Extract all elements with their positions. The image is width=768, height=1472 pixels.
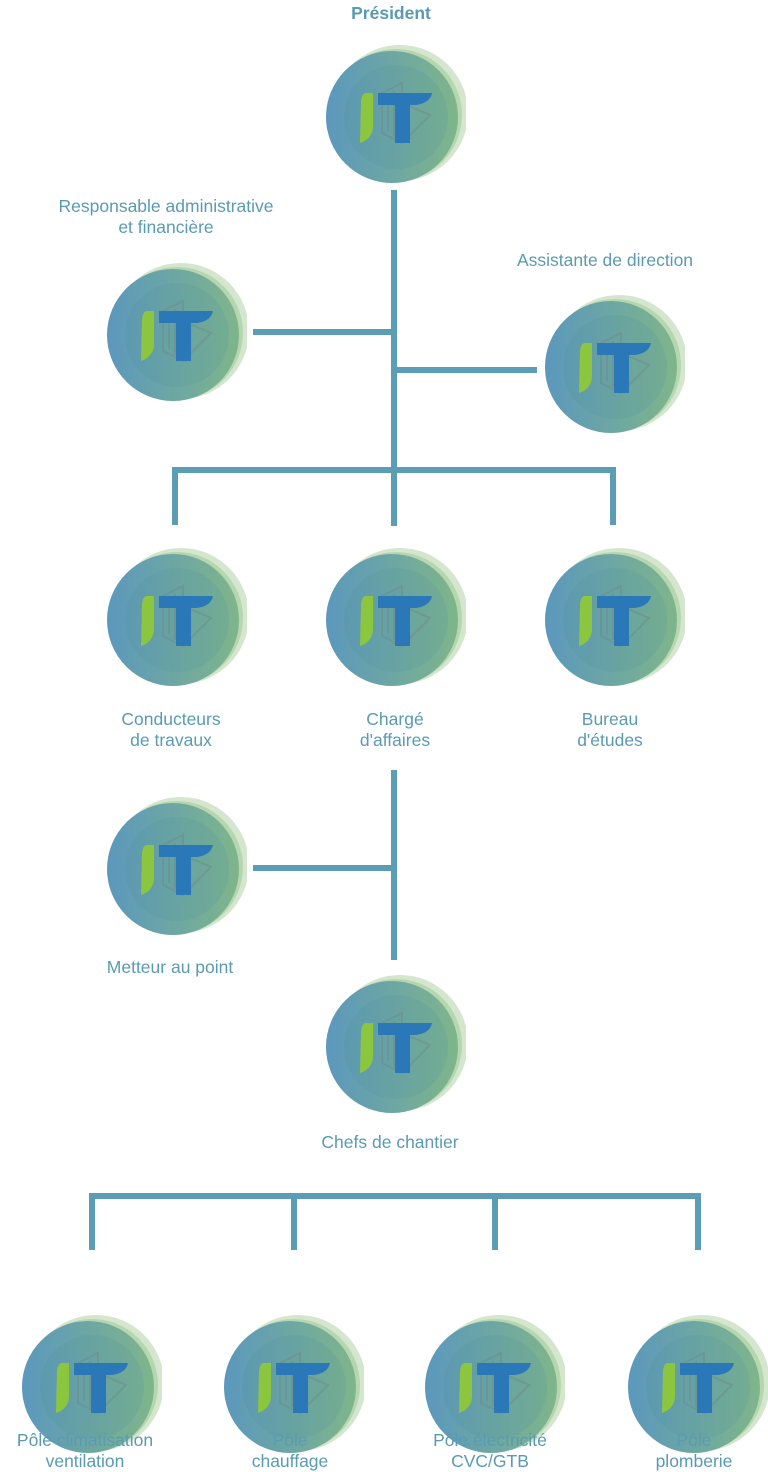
label-line: chauffage [251,1451,329,1471]
connector-line [391,770,397,960]
label-line: Pôle [272,1430,308,1450]
it-building-logo-icon [541,546,685,690]
node-resp-admin [103,261,247,405]
it-building-logo-icon [103,546,247,690]
label-line: Responsable administrative [58,196,274,216]
node-president [322,43,466,187]
it-building-logo-icon [322,546,466,690]
node-metteur [103,795,247,939]
connector-line [291,1193,297,1250]
label-line: Assistante de direction [516,250,694,270]
label-chefs: Chefs de chantier [321,1132,458,1153]
label-line: Metteur au point [106,957,234,977]
it-building-logo-icon [103,261,247,405]
it-building-logo-icon [322,43,466,187]
label-metteur: Metteur au point [107,957,233,978]
it-building-logo-icon [541,293,685,437]
node-conducteurs [103,546,247,690]
connector-line [253,865,394,871]
connector-line [172,467,616,473]
label-line: d'affaires [359,730,431,750]
connector-line [394,367,537,373]
label-president: Président [351,3,431,24]
connector-line [610,467,616,525]
label-line: Chargé [366,709,424,729]
connector-line [172,467,178,525]
connector-line [89,1193,95,1250]
connector-line [492,1193,498,1250]
label-line: Bureau [581,709,639,729]
label-line: Pôle [676,1430,712,1450]
label-line: ventilation [45,1451,125,1471]
connector-line [391,190,397,526]
node-chefs [322,973,466,1117]
node-assistante [541,293,685,437]
label-line: de travaux [130,730,212,750]
label-line: et financière [118,217,214,237]
connector-line [695,1193,701,1250]
connector-line [253,329,394,335]
label-line: plomberie [655,1451,733,1471]
label-assistante: Assistante de direction [517,250,693,271]
label-line: CVC/GTB [451,1451,529,1471]
node-bureau [541,546,685,690]
node-charge [322,546,466,690]
label-line: d'études [577,730,643,750]
label-line: Président [351,3,431,23]
connector-line [89,1193,701,1199]
it-building-logo-icon [322,973,466,1117]
label-line: Pôle électricité [433,1430,547,1450]
label-line: Chefs de chantier [321,1132,459,1152]
it-building-logo-icon [103,795,247,939]
label-line: Conducteurs [121,709,221,729]
label-line: Pôle climatisation [16,1430,154,1450]
